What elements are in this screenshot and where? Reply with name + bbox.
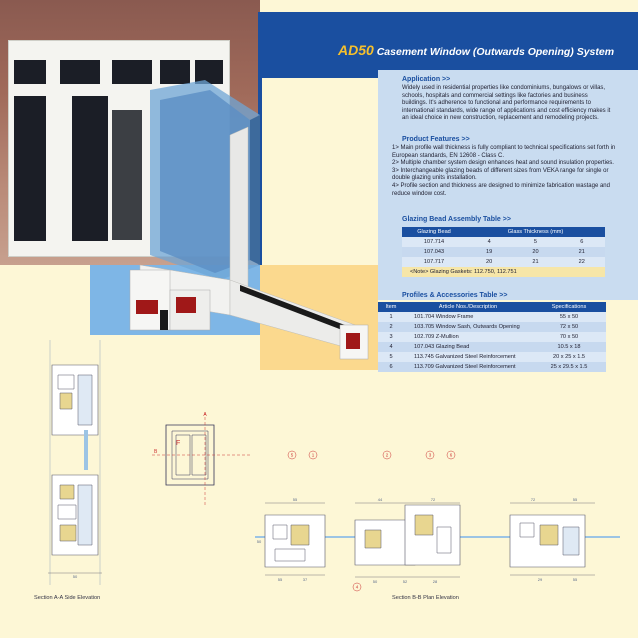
dim-label: 29 <box>538 577 543 582</box>
callout: 1 <box>312 453 315 458</box>
col-spec: Specifications <box>532 302 606 312</box>
title-banner <box>260 12 638 78</box>
dim-label: 50 <box>257 539 262 544</box>
callout: 5 <box>291 453 294 458</box>
feature-item: 3> Interchangeable glazing beads of diff… <box>392 167 609 182</box>
dim-label: 37 <box>303 577 308 582</box>
feature-item: 2> Multiple chamber system design enhanc… <box>392 160 614 167</box>
dim-label: 52 <box>403 579 408 584</box>
col-item: Item <box>378 302 404 312</box>
section-marker-b: B <box>154 449 158 455</box>
window-corner-illustration <box>129 80 369 360</box>
table-note: <Note> Glazing Gaskets: 112.750, 112.751 <box>402 267 605 277</box>
window-elevation-key: F A B <box>150 412 260 510</box>
callout: 6 <box>450 453 453 458</box>
col-description: Article Nos./Description <box>404 302 532 312</box>
dim-label: 72 <box>431 497 436 502</box>
dim-label: 55 <box>278 577 283 582</box>
dim-label: 50 <box>73 574 78 579</box>
page-title: AD50 Casement Window (Outwards Opening) … <box>338 42 638 58</box>
caption-plan: Section B-B Plan Elevation <box>392 595 459 601</box>
brand-label: AD50 <box>338 42 374 58</box>
dim-label: 55 <box>573 497 578 502</box>
profiles-heading: Profiles & Accessories Table >> <box>402 292 508 299</box>
dim-label: 55 <box>573 577 578 582</box>
f-label: F <box>176 440 180 447</box>
dim-label: 55 <box>293 497 298 502</box>
title-text: Casement Window (Outwards Opening) Syste… <box>376 46 615 58</box>
application-heading: Application >> <box>402 76 451 83</box>
section-side-elevation: 50 <box>30 335 130 590</box>
section-plan-elevation: 5 1 2 3 6 4 55 44 72 72 55 55 37 50 52 <box>255 450 620 592</box>
dim-label: 28 <box>433 579 438 584</box>
caption-side: Section A-A Side Elevation <box>34 595 101 601</box>
feature-item: 4> Profile section and thickness are des… <box>392 182 610 197</box>
feature-item: 1> Main profile wall thickness is fully … <box>392 145 616 159</box>
features-heading: Product Features >> <box>402 136 470 143</box>
features-list: 1> Main profile wall thickness is fully … <box>392 145 616 198</box>
glazing-col2: Glass Thickness (mm) <box>466 227 605 237</box>
dim-label: 44 <box>378 497 383 502</box>
application-text: Widely used in residential properties li… <box>402 85 611 122</box>
callout: 4 <box>356 585 359 590</box>
callout: 2 <box>386 453 389 458</box>
dim-label: 50 <box>373 579 378 584</box>
glazing-heading: Glazing Bead Assembly Table >> <box>402 216 511 223</box>
callout: 3 <box>429 453 432 458</box>
dim-label: 72 <box>531 497 536 502</box>
glazing-col1: Glazing Bead <box>402 227 466 237</box>
section-marker-a: A <box>203 412 207 418</box>
